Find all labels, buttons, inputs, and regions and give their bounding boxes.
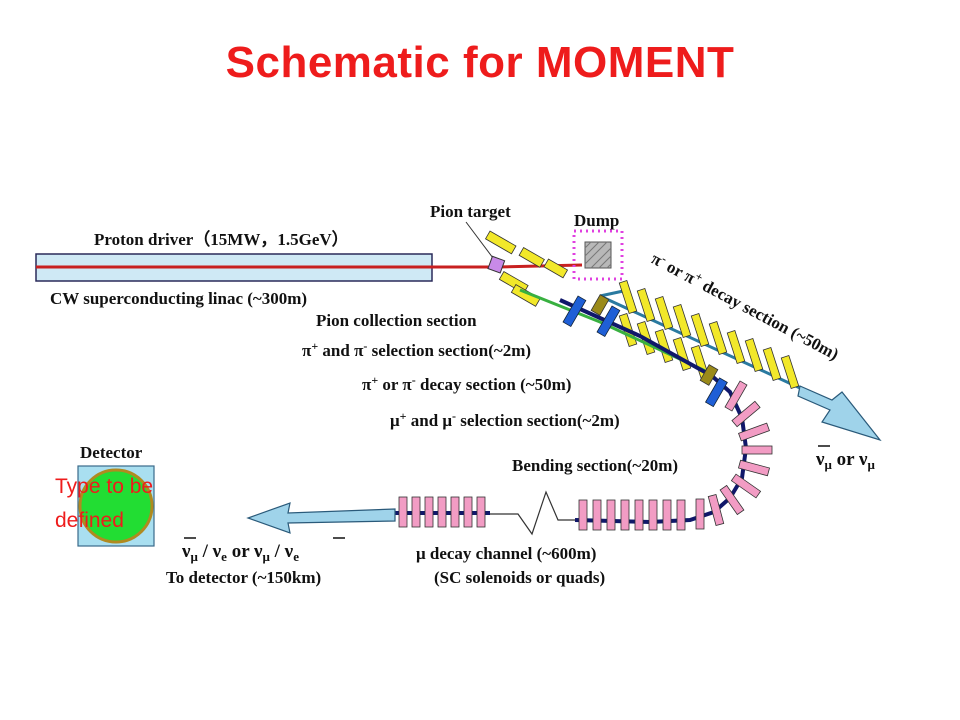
neutrino-arrow-left [246,502,396,534]
pion-decay-section-magnets [599,280,801,390]
label-bending: Bending section(~20m) [512,456,678,475]
label-dump: Dump [574,211,619,230]
label-proton-driver: Proton driver（15MW，1.5GeV） [94,229,349,249]
label-nu-right: νμ or νμ [815,449,875,472]
label-mu-decay-channel: μ decay channel (~600m) [416,544,596,563]
selection-magnets [562,294,728,408]
slide-title: Schematic for MOMENT [225,38,735,87]
cw-linac [35,253,583,282]
pion-target [465,221,506,274]
beam-dump [572,229,624,281]
label-to-detector: To detector (~150km) [166,568,321,587]
label-sc-solenoids: (SC solenoids or quads) [434,568,605,587]
label-pion-collection: Pion collection section [316,311,477,330]
label-nu-left: νμ / νe or νμ / νe [181,541,299,564]
label-cw-linac: CW superconducting linac (~300m) [50,289,307,308]
mu-decay-channel-magnets [578,499,686,531]
channel-break [490,490,575,536]
label-muon-selection: μ+ and μ- selection section(~2m) [390,409,620,430]
label-detector: Detector [80,443,143,462]
note-type-to-be-defined: Type to be defined [55,475,154,532]
detector-icon [77,465,155,547]
mu-decay-channel-left-magnets [395,496,490,528]
label-pion-target: Pion target [430,202,511,221]
label-pion-decay: π+ or π- decay section (~50m) [362,373,571,394]
neutrino-arrow-right [797,385,882,442]
label-pion-selection: π+ and π- selection section(~2m) [302,339,531,360]
pion-collection-magnets [484,230,569,307]
